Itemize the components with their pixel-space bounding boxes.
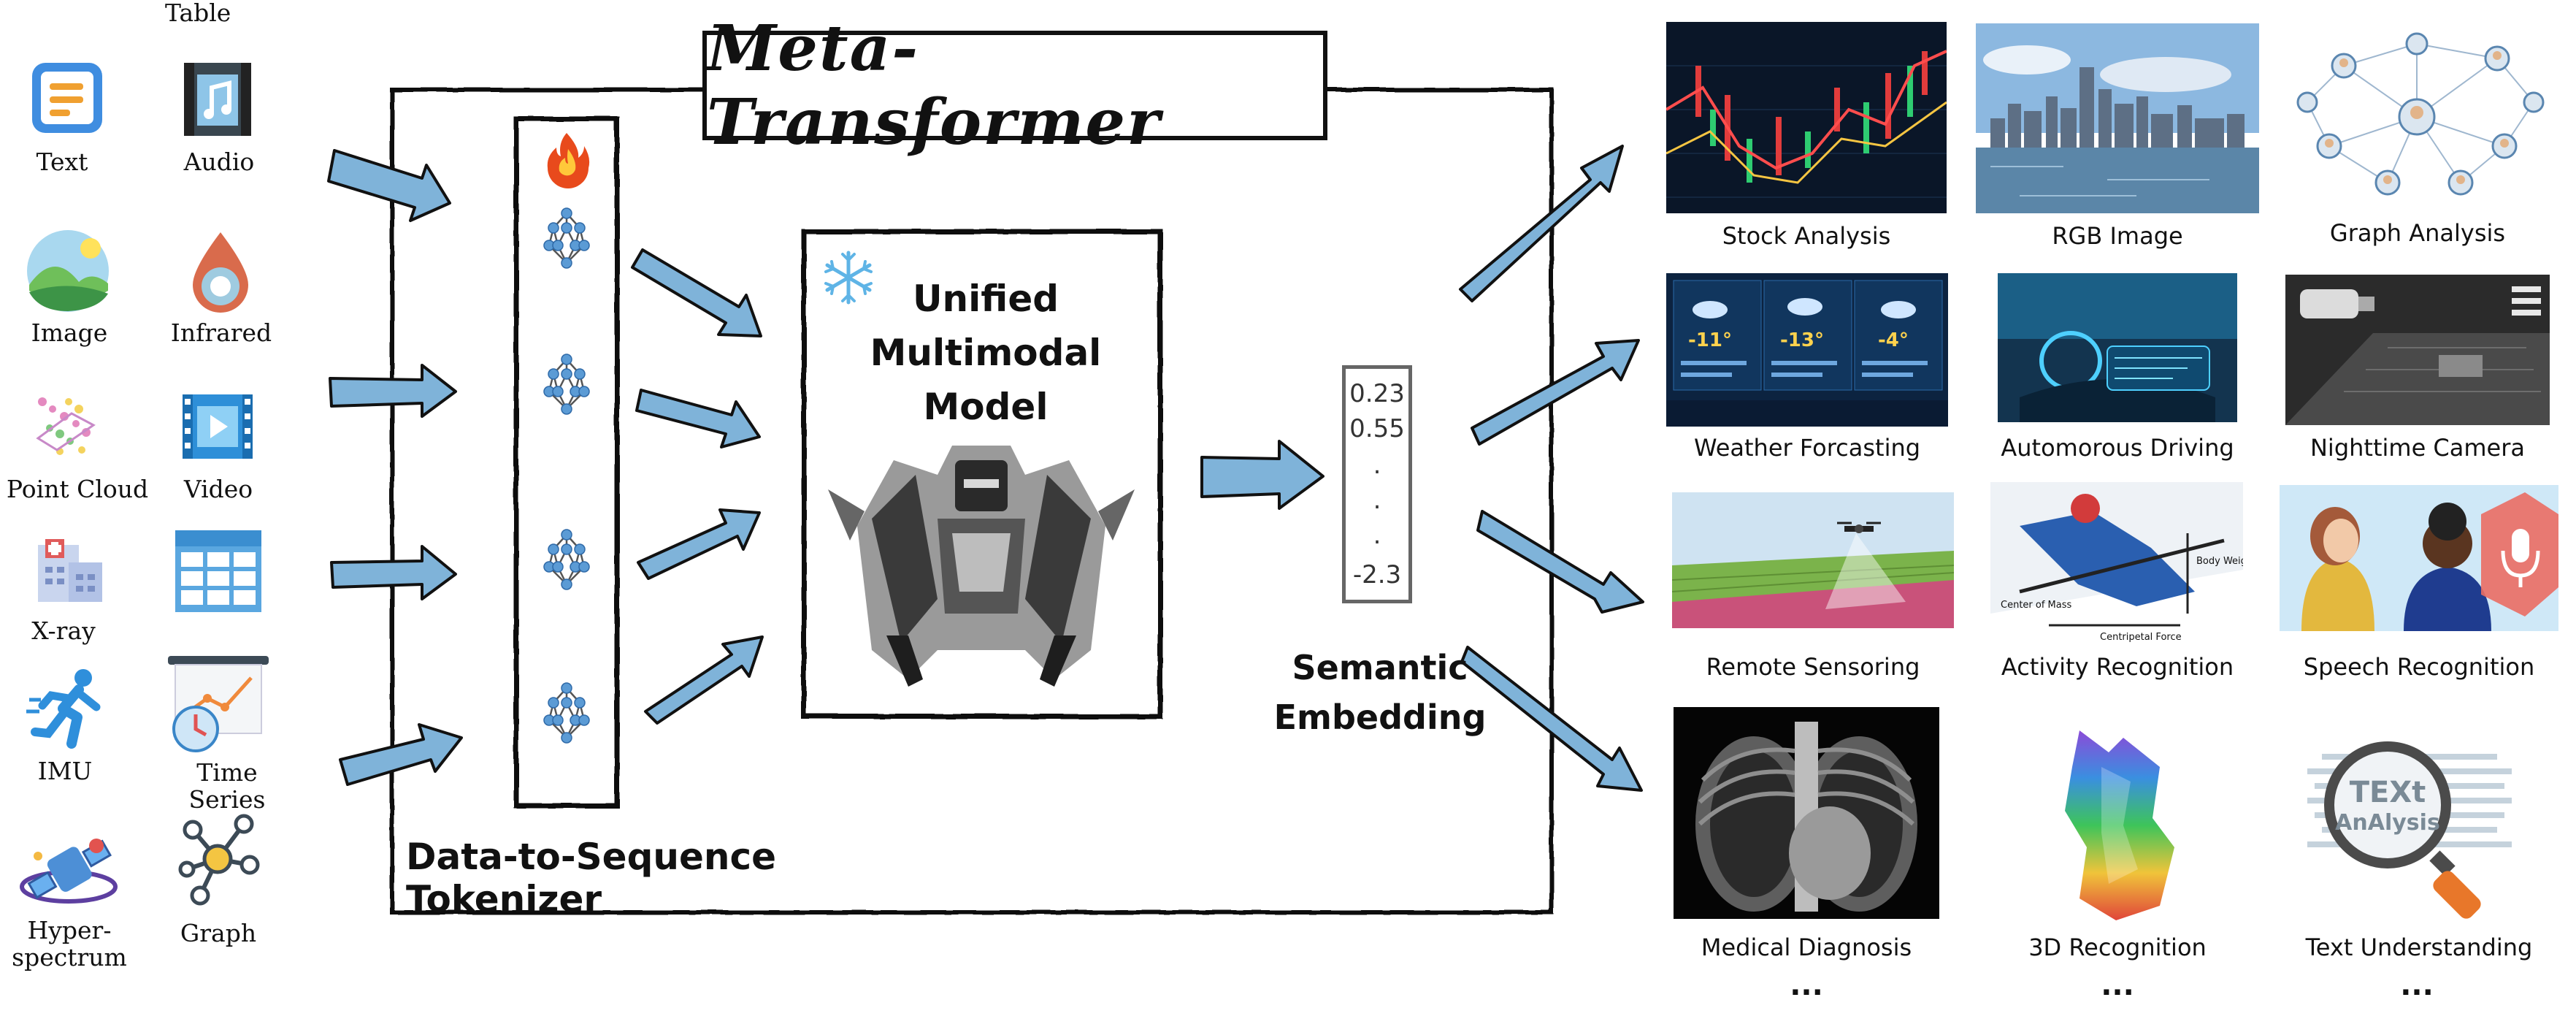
modality-label-image: Image xyxy=(31,318,108,347)
modality-label-point-cloud: Point Cloud xyxy=(6,475,149,503)
page-title: Meta-Transformer xyxy=(707,12,1162,159)
graph-icon xyxy=(178,814,260,906)
point-cloud-icon xyxy=(36,397,96,455)
output-arrow-1 xyxy=(1459,145,1624,302)
nighttime-camera-image xyxy=(2285,275,2550,425)
model-label-line-2: Multimodal xyxy=(870,332,1102,374)
snowflake-icon xyxy=(824,251,873,305)
3d-recognition-image xyxy=(2065,730,2174,920)
medical-ellipsis: ... xyxy=(1790,969,1823,1002)
weather-temp-1: -11° xyxy=(1688,329,1732,351)
app-label-graph-analysis: Graph Analysis xyxy=(2329,219,2506,247)
activity-annotation-3: Centripetal Force xyxy=(2100,632,2182,643)
app-label-3d-recognition: 3D Recognition xyxy=(2028,934,2207,961)
input-arrows xyxy=(327,149,463,786)
fire-icon xyxy=(547,133,590,188)
modality-label-infrared: Infrared xyxy=(170,318,272,347)
robot-illustration xyxy=(828,446,1135,687)
app-label-activity-recognition: Activity Recognition xyxy=(2001,653,2234,681)
stock-analysis-image xyxy=(1666,22,1947,213)
activity-recognition-image: Body Weight Center of Mass Centripetal F… xyxy=(1990,482,2243,646)
token-arrow-4 xyxy=(644,635,764,725)
embedding-value: -2.3 xyxy=(1352,560,1402,589)
embedding-label-line-1: Semantic xyxy=(1292,648,1468,687)
input-arrow-1 xyxy=(327,149,451,222)
text-graphic-line-1: TEXt xyxy=(2350,776,2426,809)
token-arrow-2 xyxy=(635,389,761,448)
activity-annotation-1: Body Weight xyxy=(2196,556,2243,567)
app-label-remote-sensoring: Remote Sensoring xyxy=(1706,653,1920,681)
infrared-icon xyxy=(193,232,248,313)
embedding-value: . xyxy=(1373,521,1381,550)
app-label-text-understanding: Text Understanding xyxy=(2305,934,2533,961)
text-understanding-image: TEXt AnAlysis xyxy=(2300,732,2519,926)
output-arrow-3 xyxy=(1476,510,1644,614)
text-icon xyxy=(32,63,102,133)
output-arrow-2 xyxy=(1471,339,1640,446)
modality-label-time-series: Time Series xyxy=(188,758,266,814)
embedding-value: . xyxy=(1373,486,1381,515)
imu-icon xyxy=(26,669,101,749)
app-label-speech-recognition: Speech Recognition xyxy=(2303,653,2535,681)
token-arrow-3 xyxy=(637,508,761,580)
modality-label-imu: IMU xyxy=(37,757,93,785)
table-icon xyxy=(175,530,261,612)
image-icon xyxy=(27,230,109,312)
video-icon xyxy=(183,394,253,459)
embedding-value: 0.55 xyxy=(1349,414,1405,443)
tokenizer-label: Data-to-Sequence Tokenizer xyxy=(406,836,777,920)
model-to-embedding-arrow xyxy=(1200,440,1325,510)
text-graphic-line-2: AnAlysis xyxy=(2335,810,2440,836)
weather-temp-2: -13° xyxy=(1780,329,1824,351)
app-label-nighttime-camera: Nighttime Camera xyxy=(2309,434,2525,462)
token-arrow-1 xyxy=(631,248,762,337)
token-network-icons xyxy=(543,207,591,744)
model-label: Unified Multimodal Model xyxy=(840,272,1132,434)
text-ellipsis: ... xyxy=(2400,969,2434,1002)
weather-temp-3: -4° xyxy=(1878,329,1909,351)
input-arrow-3 xyxy=(330,545,457,600)
embedding-value: 0.23 xyxy=(1349,379,1405,408)
hyperspectrum-icon xyxy=(20,839,118,904)
embedding-vector: 0.23 0.55 . . . -2.3 xyxy=(1342,365,1412,603)
embedding-label-line-2: Embedding xyxy=(1273,698,1487,737)
embedding-value: . xyxy=(1373,451,1381,480)
app-label-autonomous-driving: Automorous Driving xyxy=(2001,434,2234,462)
rgb-image xyxy=(1976,23,2259,213)
input-arrow-4 xyxy=(339,723,463,786)
embedding-label: Semantic Embedding xyxy=(1270,643,1490,742)
medical-diagnosis-image xyxy=(1674,707,1939,919)
autonomous-driving-image xyxy=(1998,273,2237,422)
output-arrow-4 xyxy=(1460,646,1643,792)
modality-label-text: Text xyxy=(36,148,88,176)
modality-label-table: Table xyxy=(165,0,231,27)
app-label-medical-diagnosis: Medical Diagnosis xyxy=(1701,934,1912,961)
modality-label-video: Video xyxy=(183,475,253,503)
activity-annotation-2: Center of Mass xyxy=(2001,600,2072,611)
audio-icon xyxy=(184,63,251,136)
weather-forcasting-image: -11° -13° -4° xyxy=(1666,273,1948,427)
modality-label-hyperspectrum: Hyper-spectrum xyxy=(12,916,127,971)
token-arrows xyxy=(631,248,764,725)
remote-sensoring-image xyxy=(1672,492,1954,628)
modality-label-audio: Audio xyxy=(183,148,255,176)
3d-ellipsis: ... xyxy=(2101,969,2134,1002)
modality-label-graph: Graph xyxy=(180,919,257,947)
modality-label-x-ray: X-ray xyxy=(31,616,96,645)
input-arrow-2 xyxy=(329,364,457,418)
time-series-icon xyxy=(168,656,269,752)
app-label-weather-forcasting: Weather Forcasting xyxy=(1693,434,1921,462)
app-label-rgb-image: RGB Image xyxy=(2052,222,2183,250)
title-box: Meta-Transformer xyxy=(702,12,1327,159)
model-label-line-3: Model xyxy=(923,386,1049,428)
speech-recognition-image xyxy=(2280,485,2558,631)
model-label-line-1: Unified xyxy=(912,278,1059,320)
output-arrows xyxy=(1459,145,1644,792)
app-label-stock-analysis: Stock Analysis xyxy=(1722,222,1891,250)
x-ray-icon xyxy=(38,539,102,602)
graph-analysis-image xyxy=(2285,22,2550,213)
